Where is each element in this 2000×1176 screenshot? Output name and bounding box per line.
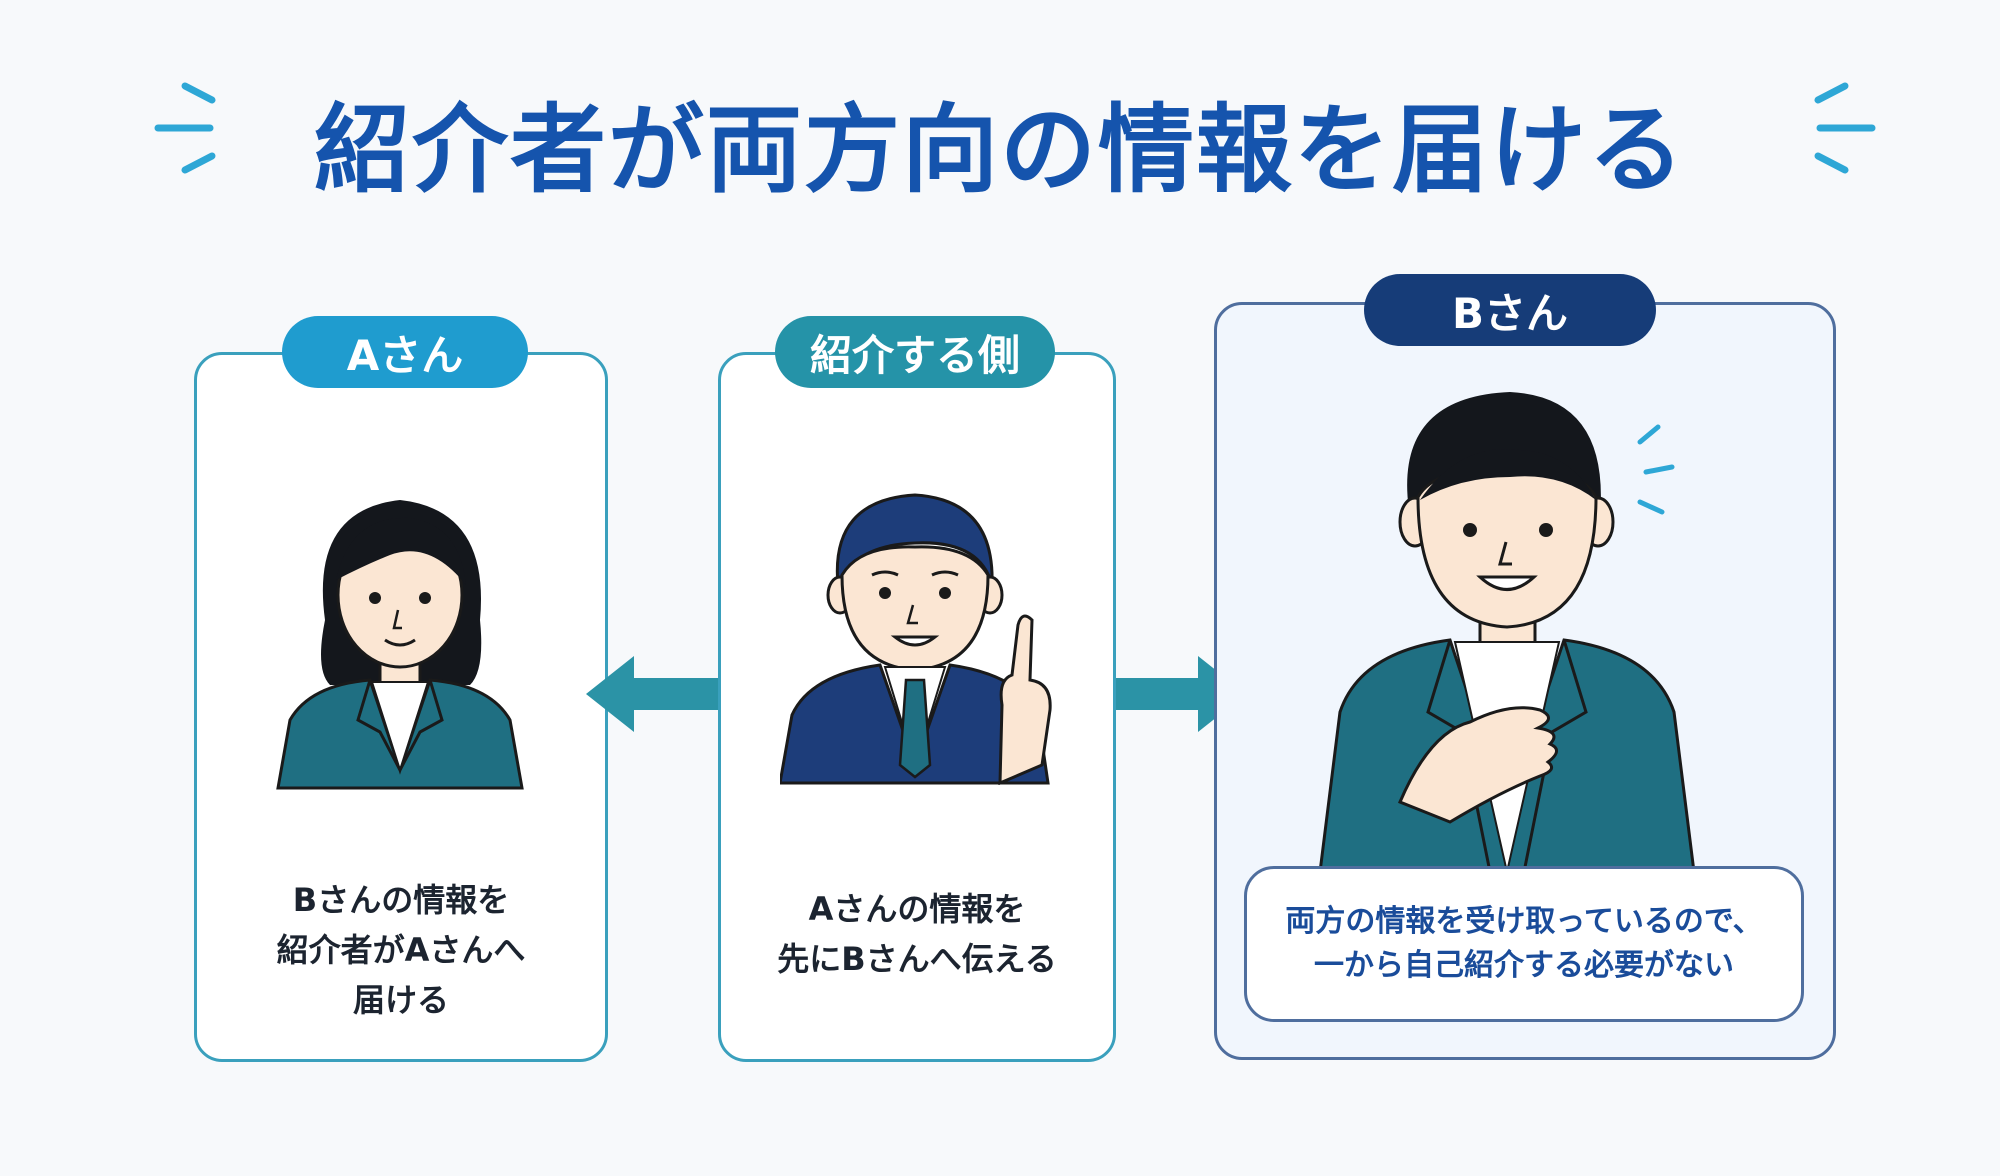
caption-introducer: Aさんの情報を 先にBさんへ伝える (777, 890, 1057, 978)
callout-b-text: 両方の情報を受け取っているので、 一から自己紹介する必要がない (1285, 904, 1763, 983)
arrow-left-icon (586, 656, 720, 732)
man-b-figure (1318, 392, 1696, 872)
sparkle-icon (154, 82, 216, 174)
label-b-text: Bさん (1451, 288, 1568, 338)
caption-a: Bさんの情報を 紹介者がAさんへ 届ける (276, 881, 526, 1019)
woman-figure (276, 500, 524, 790)
label-introducer-text: 紹介する側 (809, 330, 1020, 380)
label-a: Aさん (282, 316, 528, 388)
introducer-figure (780, 493, 1052, 785)
sparkle-icon (1814, 82, 1876, 174)
label-b: Bさん (1364, 274, 1656, 346)
callout-b: 両方の情報を受け取っているので、 一から自己紹介する必要がない (1244, 866, 1804, 1022)
label-a-text: Aさん (346, 330, 464, 380)
arrow-right-icon (1116, 656, 1246, 732)
label-introducer: 紹介する側 (775, 316, 1055, 388)
page-title: 紹介者が両方向の情報を届ける (314, 94, 1686, 206)
